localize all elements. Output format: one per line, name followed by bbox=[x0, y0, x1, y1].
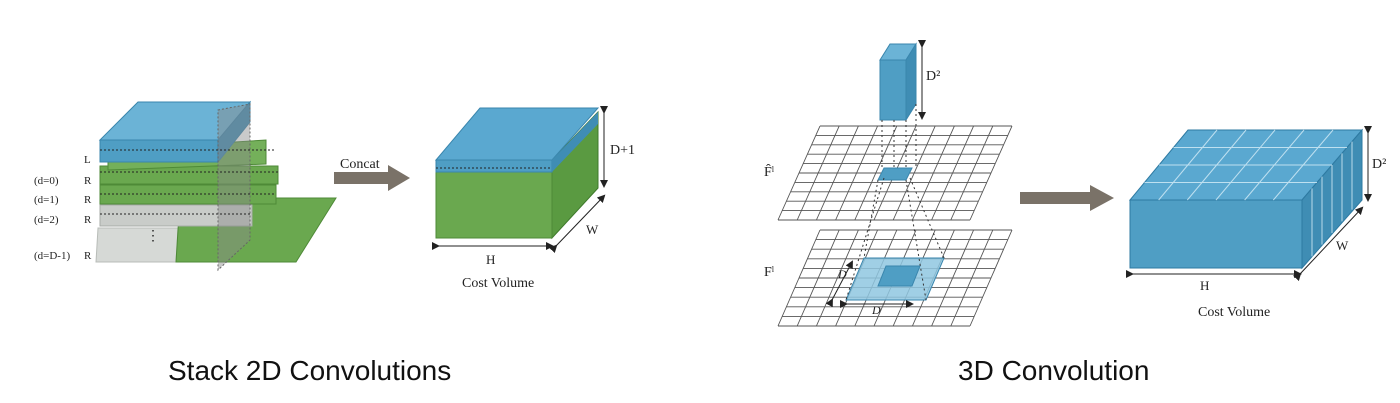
grid-line bbox=[950, 229, 994, 327]
stack-label-r2: R bbox=[84, 214, 92, 226]
cost-volume-right-front bbox=[1129, 199, 1303, 269]
grid-f-hat bbox=[777, 125, 1013, 221]
caption-3d-convolution: 3D Convolution bbox=[958, 355, 1149, 386]
grid-line bbox=[931, 125, 975, 221]
stack-label-l: L bbox=[84, 154, 91, 166]
dimension-arrow-d-left bbox=[825, 260, 853, 308]
label-column-d2: D² bbox=[926, 69, 940, 84]
label-d-left: D bbox=[837, 267, 847, 281]
stack-label-r0: R bbox=[84, 175, 92, 187]
cost-volume-left-side-band bbox=[552, 112, 598, 172]
dimension-arrow-w-right bbox=[1292, 206, 1364, 282]
grid-line bbox=[969, 125, 1013, 221]
label-h-right: H bbox=[1200, 278, 1209, 293]
stack-ellipsis: ⋮ bbox=[146, 229, 160, 244]
label-cost-volume-right: Cost Volume bbox=[1198, 305, 1270, 320]
grid-line bbox=[911, 125, 955, 221]
left-panel: L R R R R (d=0) (d=1) (d=2) (d=D-1) ⋮ Co… bbox=[34, 100, 635, 386]
feature-map-stack bbox=[95, 100, 337, 272]
label-cost-volume-left: Cost Volume bbox=[462, 276, 534, 291]
transform-arrow bbox=[1020, 185, 1114, 211]
stack-label-d1: (d=1) bbox=[34, 194, 59, 206]
stack-layer-d-last bbox=[95, 227, 179, 263]
caption-stack-2d: Stack 2D Convolutions bbox=[168, 355, 451, 386]
concat-label: Concat bbox=[340, 157, 380, 172]
grid-f-hat-highlight bbox=[877, 167, 913, 181]
stack-layer-l-front bbox=[99, 139, 219, 163]
right-panel: D² F̂ˡ Fˡ D D bbox=[764, 40, 1386, 386]
stack-layer-l-side bbox=[217, 100, 251, 164]
cost-volume-right bbox=[1128, 128, 1364, 270]
stack-label-d0: (d=0) bbox=[34, 175, 59, 187]
column-front bbox=[879, 59, 907, 121]
stack-cut-plane bbox=[217, 103, 251, 272]
grid-f-center bbox=[877, 265, 921, 287]
cost-volume-left-top-band bbox=[435, 159, 553, 173]
label-w-right: W bbox=[1336, 238, 1349, 253]
grid-line bbox=[950, 125, 994, 221]
stack-layer-d2 bbox=[99, 204, 253, 227]
label-f-hat: F̂ˡ bbox=[764, 163, 775, 180]
label-f: Fˡ bbox=[764, 265, 775, 280]
stack-label-rlast: R bbox=[84, 250, 92, 262]
label-d-plus-1: D+1 bbox=[610, 143, 635, 158]
label-d2-right: D² bbox=[1372, 157, 1386, 172]
cost-volume-left bbox=[434, 107, 600, 240]
stack-label-d2: (d=2) bbox=[34, 214, 59, 226]
dimension-arrow-w-left bbox=[548, 194, 606, 254]
label-w-left: W bbox=[586, 222, 599, 237]
label-d-bottom: D bbox=[871, 303, 881, 317]
concat-arrow bbox=[334, 165, 410, 191]
grid-line bbox=[969, 229, 1013, 327]
grid-line bbox=[931, 229, 975, 327]
stack-label-dlast: (d=D-1) bbox=[34, 250, 70, 262]
label-h-left: H bbox=[486, 252, 495, 267]
grid-line bbox=[892, 125, 936, 221]
stack-label-r1: R bbox=[84, 194, 92, 206]
